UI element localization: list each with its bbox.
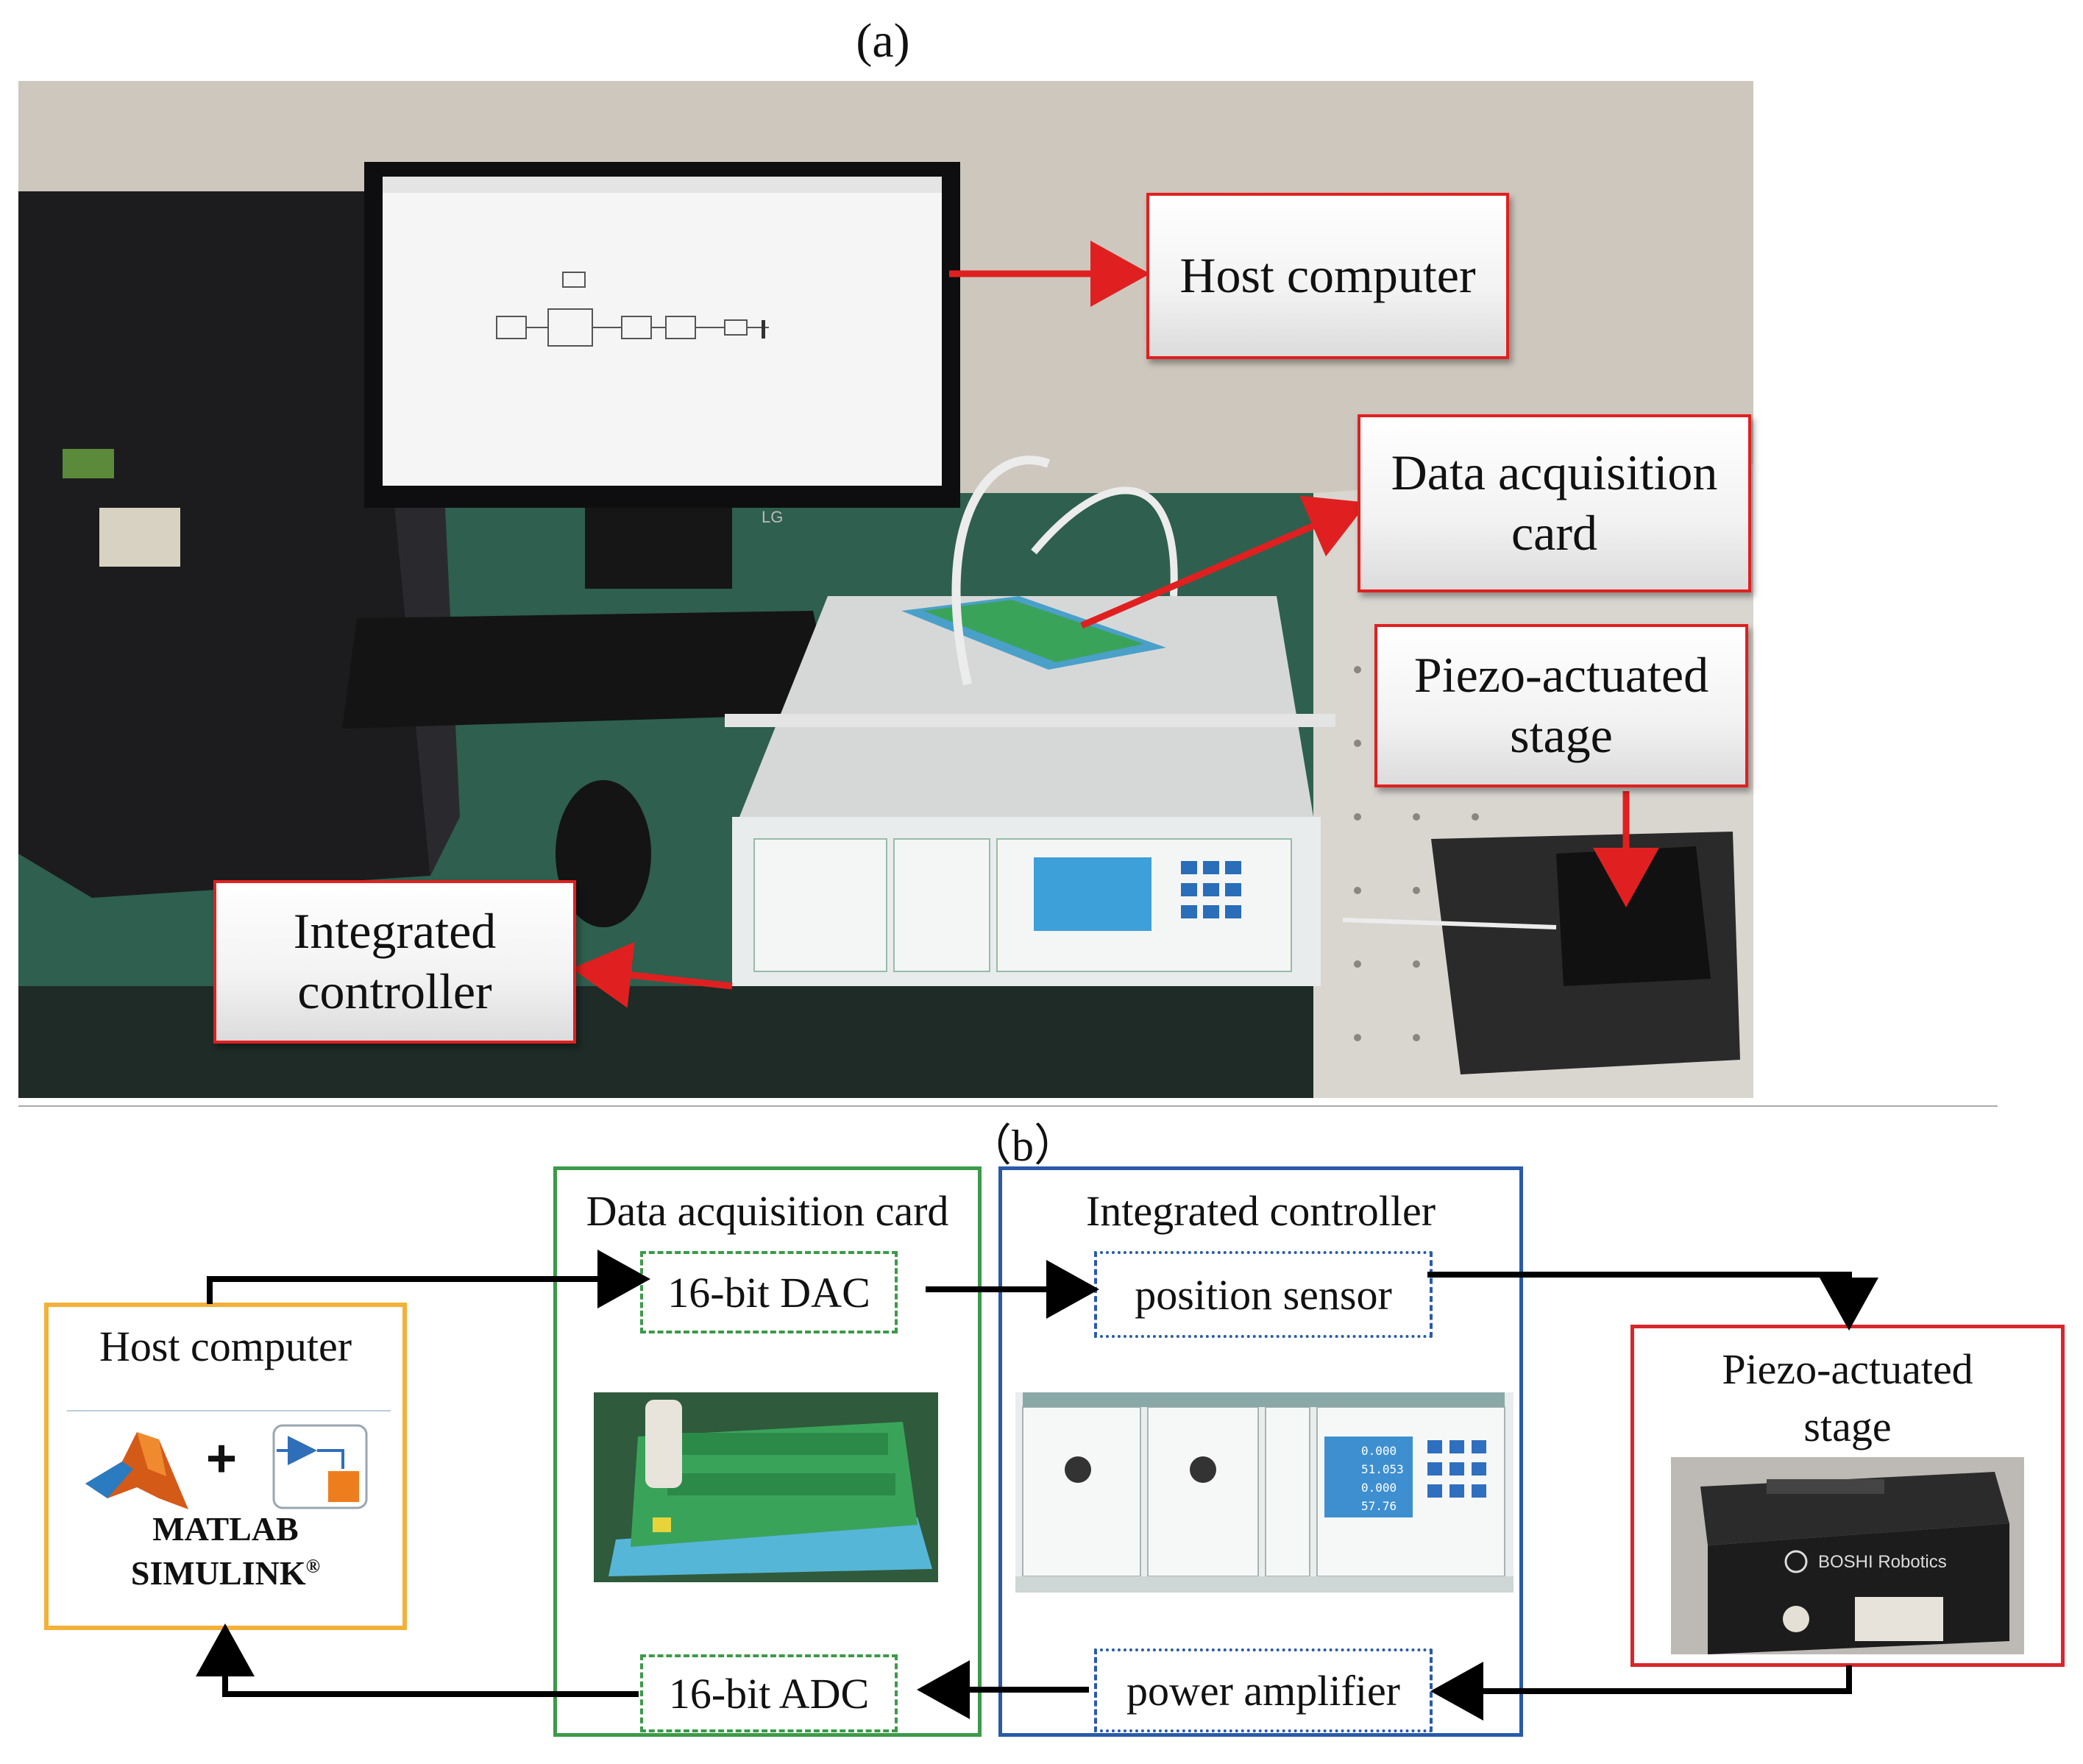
label-controller-line2: controller (297, 963, 492, 1019)
power-amplifier-label: power amplifier (1126, 1666, 1400, 1715)
label-piezo-stage: Piezo-actuated stage (1374, 624, 1748, 787)
controller-chassis (739, 596, 1313, 817)
panel-a-arrows (572, 241, 1659, 1008)
daq-card-block: Data acquisition card 16-bit DAC 16-bit … (553, 1166, 982, 1737)
signal-flow-arrows (196, 1250, 1878, 1721)
controller-keypad (1181, 861, 1241, 918)
keyboard (342, 611, 835, 729)
monitor-brand: LG (762, 508, 783, 526)
position-sensor-label: position sensor (1135, 1270, 1392, 1319)
lcd-value-1: 0.000 (1361, 1444, 1397, 1458)
label-daq-line2: card (1511, 505, 1597, 561)
integrated-controller-title: Integrated controller (1085, 1187, 1436, 1235)
pc-tower (18, 191, 430, 898)
mouse (556, 780, 651, 927)
adc-module: 16-bit ADC (640, 1654, 898, 1732)
integrated-controller-block: Integrated controller 0.000 51.053 0.000… (998, 1166, 1523, 1737)
label-data-acquisition-card: Data acquisition card (1358, 414, 1751, 592)
host-computer-title: Host computer (99, 1322, 352, 1370)
plus-sign: + (205, 1429, 238, 1488)
matlab-label: MATLAB (152, 1510, 299, 1548)
label-controller-line1: Integrated (293, 903, 497, 960)
daq-card-title: Data acquisition card (586, 1187, 949, 1235)
label-host-computer-text: Host computer (1179, 247, 1476, 304)
piezo-stage-title-line1: Piezo-actuated (1722, 1345, 1973, 1393)
label-piezo-line2: stage (1510, 707, 1613, 763)
piezo-stage-block: Piezo-actuated stage BOSHI Robotics (1630, 1325, 2065, 1667)
adc-label: 16-bit ADC (668, 1669, 870, 1718)
simulink-label-text: SIMULINK (130, 1554, 306, 1592)
lcd-value-2: 51.053 (1361, 1462, 1404, 1476)
lcd-value-4: 57.76 (1361, 1499, 1397, 1513)
arrow-sensor-to-stage (1427, 1272, 1878, 1331)
dac-module: 16-bit DAC (640, 1251, 898, 1333)
panel-a-caption: (a) (856, 14, 910, 68)
simulink-label: SIMULINK® (49, 1554, 402, 1593)
registered-mark: ® (305, 1555, 321, 1577)
host-title-rule (67, 1410, 391, 1411)
label-daq-line1: Data acquisition (1391, 444, 1718, 501)
matlab-logo-icon (85, 1432, 188, 1509)
label-integrated-controller: Integrated controller (213, 880, 576, 1044)
label-host-computer: Host computer (1146, 193, 1509, 359)
dac-label: 16-bit DAC (667, 1268, 870, 1317)
controller-photo: 0.000 51.053 0.000 57.76 (1015, 1392, 1514, 1593)
panel-b-caption: （b） (968, 1122, 1078, 1170)
arrow-host-to-dac (207, 1250, 650, 1308)
arrow-stage-to-amplifier (1430, 1662, 1852, 1721)
simulink-model-on-screen (496, 272, 769, 347)
controller-arrow (572, 942, 733, 1008)
daq-card-arrow (1080, 495, 1368, 629)
daq-card-photo (594, 1392, 938, 1582)
lcd-value-3: 0.000 (1361, 1481, 1397, 1495)
simulink-logo-icon (272, 1424, 368, 1509)
piezo-stage-photo: BOSHI Robotics (1671, 1457, 2024, 1654)
arrow-adc-to-host (196, 1623, 639, 1697)
controller-lcd (1034, 857, 1151, 931)
label-piezo-line1: Piezo-actuated (1413, 647, 1709, 704)
stage-brand: BOSHI Robotics (1818, 1552, 1947, 1572)
panel-divider (18, 1105, 1998, 1107)
piezo-stage-title-line2: stage (1803, 1403, 1892, 1450)
